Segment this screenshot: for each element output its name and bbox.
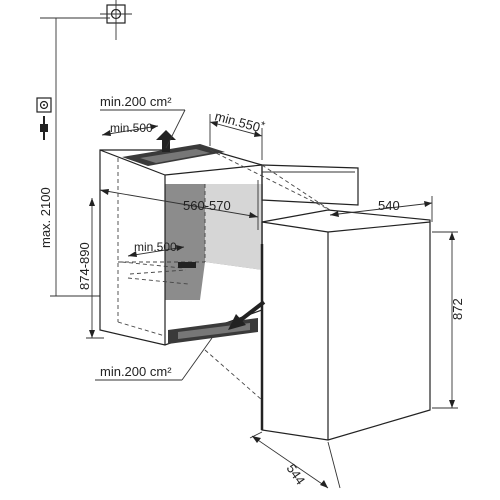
vent-top-area-label: min.200 cm² <box>100 94 172 109</box>
vent-top-area-annotation: min.200 cm² <box>100 94 186 149</box>
appliance-depth-label: 544 <box>284 461 309 487</box>
appliance-height-dimension: 872 <box>432 231 465 409</box>
bottom-vent-grille <box>168 318 258 344</box>
appliance-width-label: 540 <box>378 198 400 213</box>
appliance-body <box>204 149 431 441</box>
top-airflow-arrow-icon <box>156 130 176 152</box>
appliance-door <box>261 164 359 206</box>
appliance-height-label: 872 <box>450 298 465 320</box>
niche <box>99 149 263 346</box>
vent-bottom-depth-dimension: min.500 <box>127 240 185 257</box>
niche-height-dimension: 874-890 <box>77 198 104 339</box>
power-plug-icon <box>40 116 48 140</box>
niche-depth-value: min.550 <box>213 108 262 134</box>
top-vent-grille <box>122 144 225 166</box>
max-height-label: max. 2100 <box>38 187 53 248</box>
vent-bottom-area-label: min.200 cm² <box>100 364 172 379</box>
power-socket-icon <box>36 97 52 113</box>
niche-depth-note: * <box>259 119 267 132</box>
bottom-vent-channel <box>121 261 196 285</box>
niche-depth-label: min.550* <box>213 107 267 136</box>
water-connection-icon <box>100 0 132 28</box>
niche-width-label: 560-570 <box>183 198 231 213</box>
vent-bottom-area-annotation: min.200 cm² <box>95 337 213 381</box>
niche-height-label: 874-890 <box>77 242 92 290</box>
vent-top-depth-dimension: min.500 <box>101 121 159 136</box>
bottom-airflow-arrow-icon <box>228 300 266 330</box>
appliance-width-dimension: 540 <box>329 196 433 222</box>
vent-top-depth-label: min.500 <box>110 121 153 135</box>
niche-width-dimension: 560-570 <box>99 180 259 230</box>
appliance-depth-dimension: 544 <box>249 431 341 489</box>
vent-bottom-depth-label: min.500 <box>134 240 177 254</box>
